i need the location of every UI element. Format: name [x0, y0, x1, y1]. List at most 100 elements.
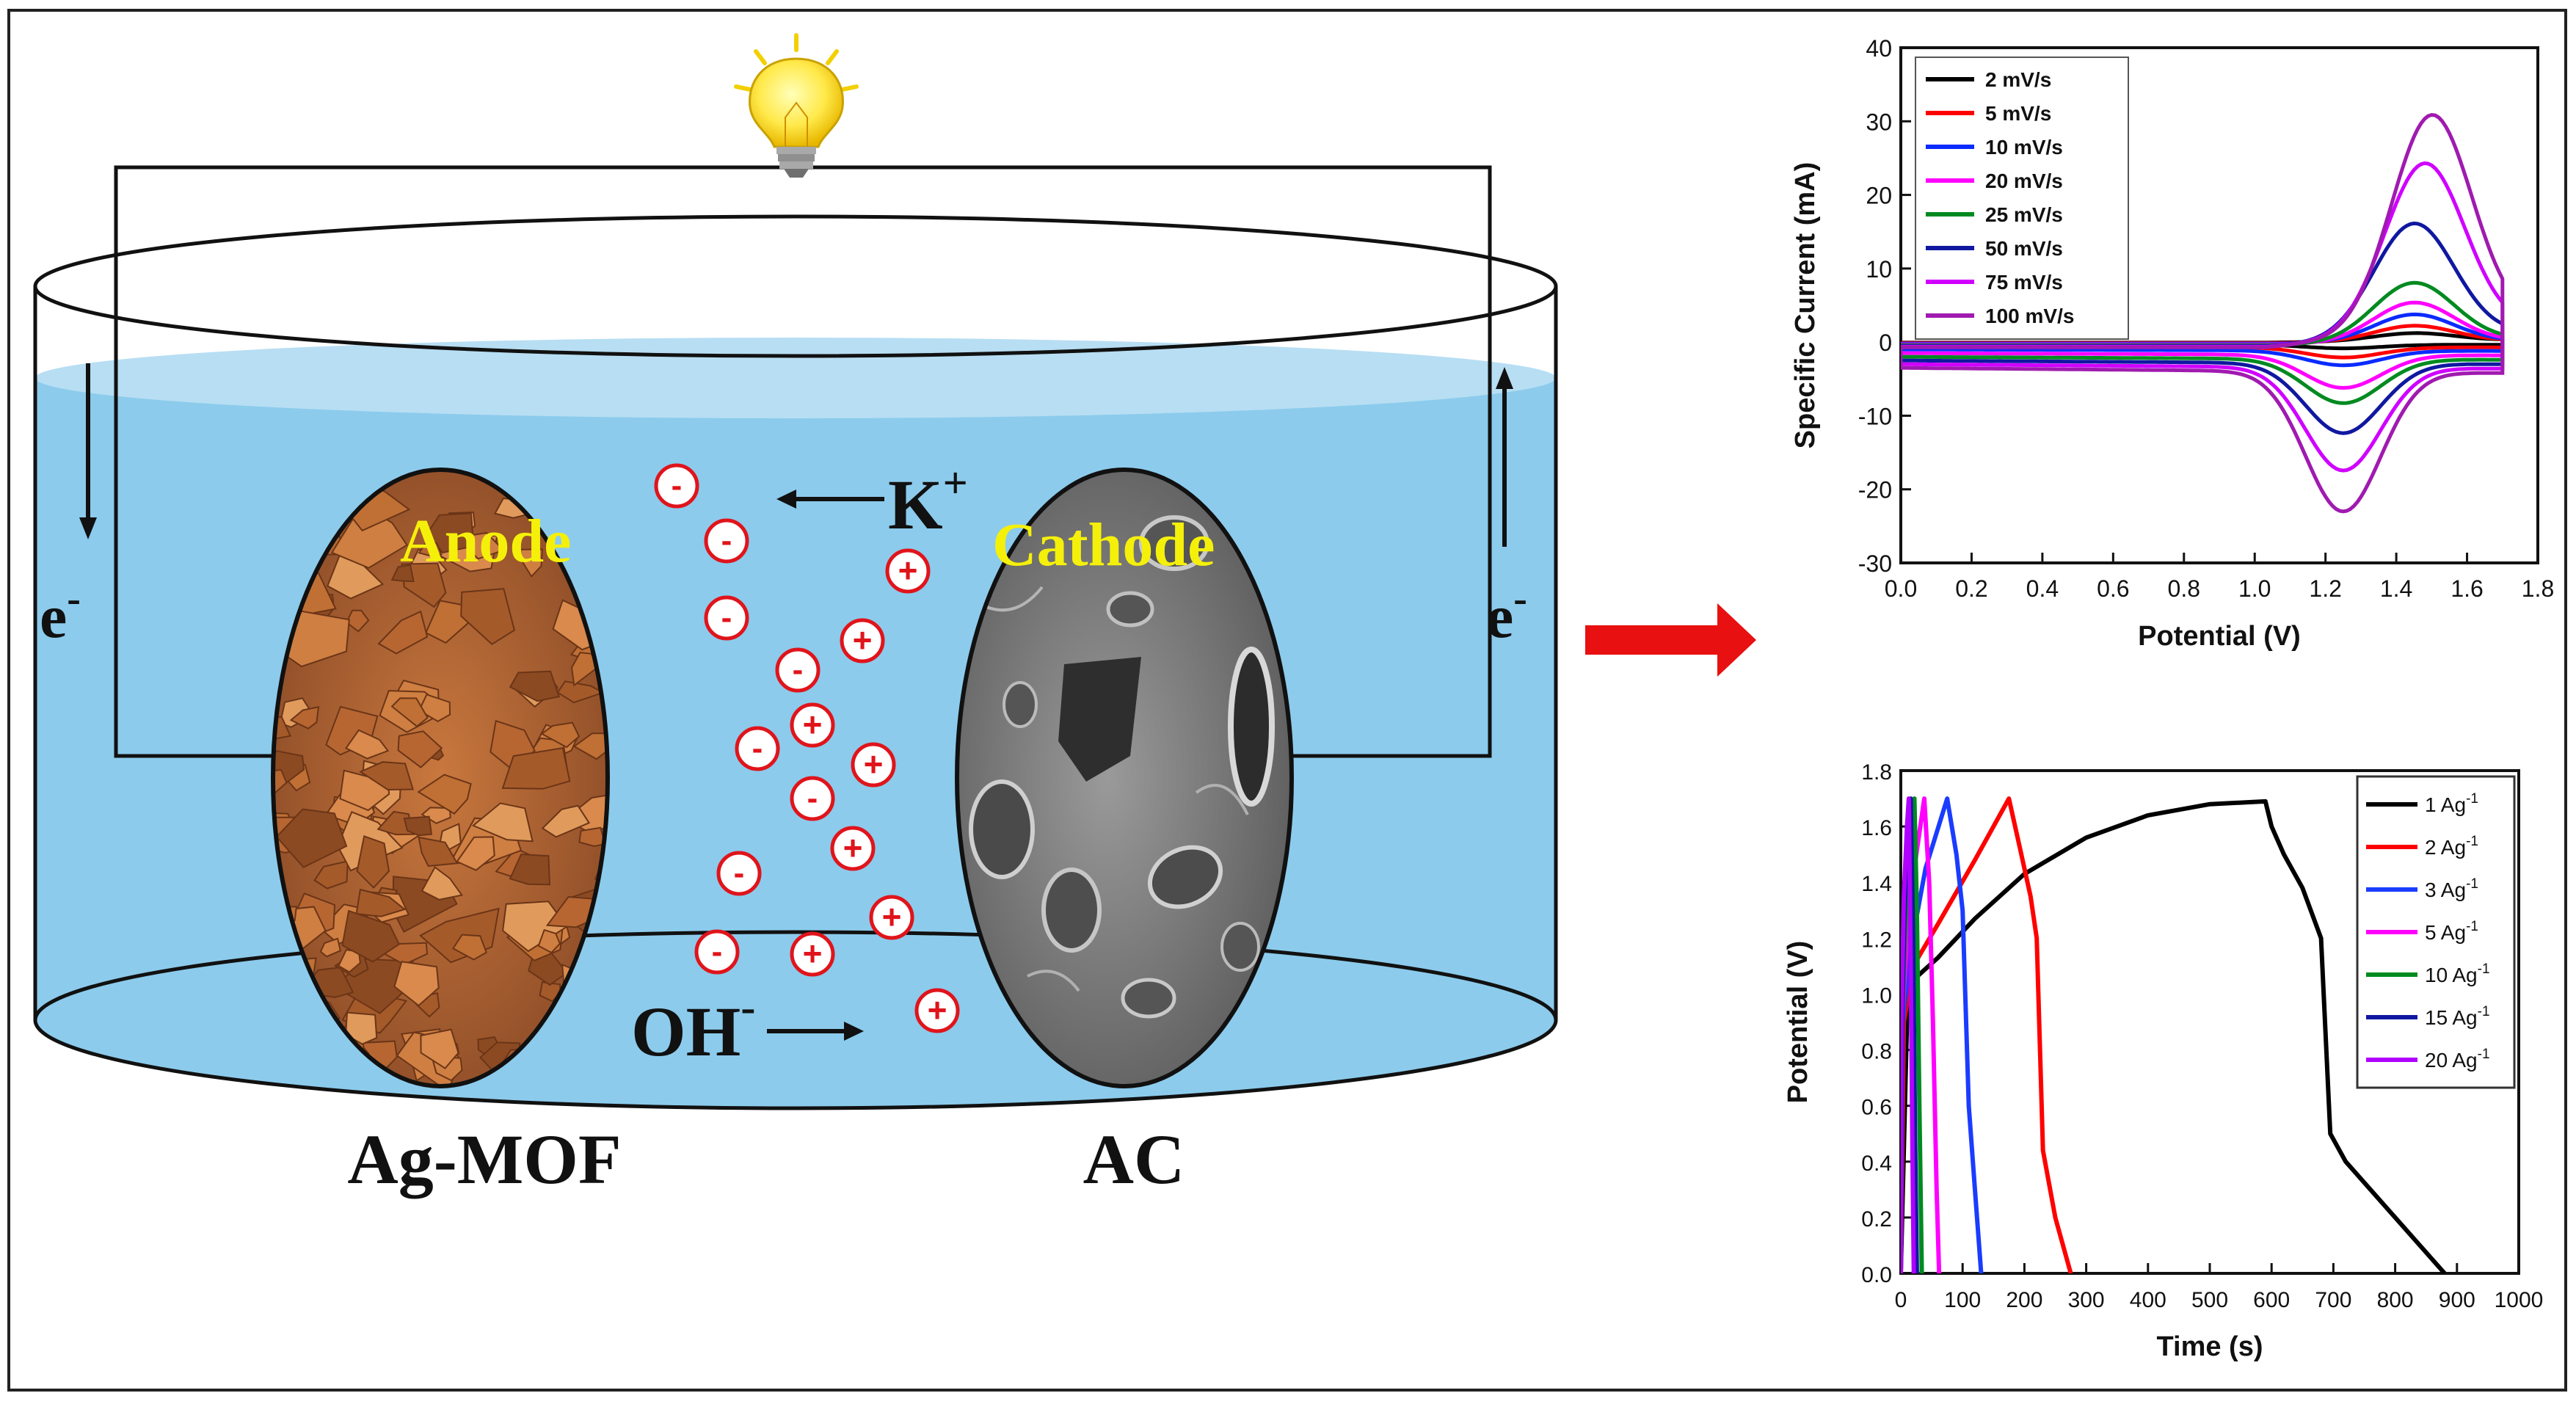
hydroxide-ion [694, 929, 740, 975]
y-tick-label: 0.2 [1861, 1207, 1892, 1232]
x-tick-label: 300 [2068, 1288, 2105, 1312]
legend-entry: 3 Ag-1 [2425, 876, 2478, 901]
x-tick-label: 900 [2439, 1288, 2475, 1312]
anode-flake [420, 1028, 459, 1069]
anode-flake [289, 706, 320, 730]
anode-flake [509, 853, 551, 886]
hydroxide-ion [735, 726, 780, 771]
plus-sign: + [898, 551, 918, 589]
anode-material-label: Ag-MOF [347, 1120, 621, 1199]
anode-flake [426, 512, 475, 554]
legend-entry: 25 mV/s [1985, 203, 2063, 226]
x-tick-label: 1.4 [2380, 575, 2412, 602]
anode-flake [460, 588, 516, 646]
anode-flake [390, 564, 415, 583]
anode-flake [418, 694, 451, 723]
x-axis-label: Potential (V) [2138, 621, 2301, 652]
legend-entry: 20 Ag-1 [2425, 1047, 2490, 1072]
y-tick-label: 1.6 [1861, 816, 1892, 840]
anode-flake [390, 697, 429, 727]
legend-entry: 2 mV/s [1985, 68, 2051, 91]
cathode-label: Cathode [992, 511, 1215, 579]
legend-entry: 75 mV/s [1985, 271, 2063, 294]
x-tick-label: 0.4 [2026, 575, 2059, 602]
anode-flake [572, 732, 608, 760]
k-ion-arrow [776, 490, 884, 509]
legend-entry: 10 Ag-1 [2425, 961, 2490, 986]
potassium-ion [851, 742, 896, 788]
potassium-ion [830, 826, 876, 871]
cathode-electrode [955, 468, 1294, 1088]
hydroxide-ion [704, 595, 749, 641]
potassium-ion [790, 702, 835, 748]
k-ion-label: K+ [888, 459, 968, 544]
anode-flake [541, 804, 591, 838]
x-tick-label: 1.6 [2451, 575, 2483, 602]
x-tick-label: 1.2 [2309, 575, 2341, 602]
y-tick-label: 0.0 [1861, 1263, 1892, 1287]
y-tick-label: -10 [1858, 403, 1892, 429]
x-tick-label: 0 [1895, 1288, 1907, 1312]
light-bulb-icon [734, 33, 859, 178]
x-tick-label: 0.0 [1885, 575, 1917, 602]
hydroxide-ion [775, 647, 821, 693]
electrolyte-surface [35, 338, 1556, 418]
cathode-material-label: AC [1083, 1120, 1185, 1199]
potassium-ion [840, 618, 885, 663]
anode-flake [578, 826, 606, 848]
y-tick-label: 1.2 [1861, 928, 1892, 952]
plus-sign: + [853, 621, 873, 659]
electron-flow-left-arrow [79, 363, 97, 539]
legend-entry: 50 mV/s [1985, 237, 2063, 260]
legend-entry: 100 mV/s [1985, 305, 2074, 327]
hydroxide-ion [716, 851, 762, 896]
electron-label-right: e- [1486, 576, 1527, 651]
anode-flake [421, 866, 463, 901]
anode-flake [397, 730, 443, 768]
anode-flake [501, 746, 571, 790]
x-tick-label: 700 [2315, 1288, 2351, 1312]
minus-sign: - [752, 730, 763, 766]
y-tick-label: 1.0 [1861, 983, 1892, 1008]
x-axis-label: Time (s) [2156, 1331, 2263, 1362]
legend-entry: 15 Ag-1 [2425, 1004, 2490, 1029]
anode-flake [417, 774, 472, 815]
x-tick-label: 600 [2253, 1288, 2290, 1312]
figure-border [7, 9, 2567, 1392]
plus-sign: + [803, 934, 823, 972]
anode-flake [403, 815, 433, 837]
hydroxide-ion [654, 463, 699, 509]
hydroxide-ion [790, 776, 835, 821]
anode-flake [539, 981, 561, 1003]
anode-flake [356, 834, 390, 889]
anode-flake [451, 934, 487, 961]
anode-flake [520, 548, 543, 578]
gcd-series-line [1901, 796, 1916, 1273]
x-tick-label: 100 [1944, 1288, 1981, 1312]
legend-entry: 5 Ag-1 [2425, 919, 2478, 944]
y-tick-label: -20 [1858, 477, 1892, 503]
gcd-curves [1901, 796, 2447, 1273]
plus-sign: + [928, 991, 947, 1029]
beaker-rim [33, 214, 1558, 358]
y-tick-label: 0.6 [1861, 1096, 1892, 1120]
ions-group: --------++++++++ [654, 463, 960, 1033]
y-tick-label: 0.4 [1861, 1152, 1892, 1176]
cv-legend [1915, 57, 2129, 340]
anode-flake [537, 928, 561, 954]
y-tick-label: 40 [1866, 35, 1892, 62]
minus-sign: - [807, 780, 818, 816]
anode-flake [330, 503, 408, 569]
x-tick-label: 800 [2377, 1288, 2414, 1312]
potassium-ion [869, 895, 914, 940]
gcd-series-line [1901, 796, 1984, 1273]
plus-sign: + [882, 898, 902, 936]
anode-flake [471, 802, 534, 843]
anode-flake [509, 670, 561, 702]
x-tick-label: 0.2 [1955, 575, 1987, 602]
minus-sign: - [734, 855, 745, 891]
x-tick-label: 1.8 [2522, 575, 2554, 602]
anode-flake [418, 542, 443, 556]
